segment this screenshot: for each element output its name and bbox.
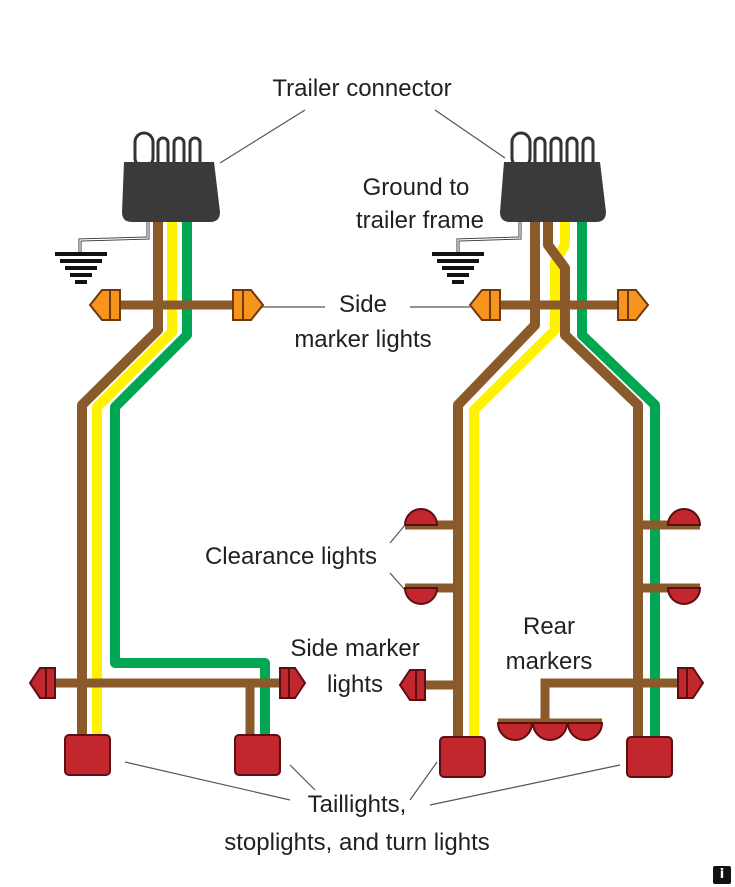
green-wire-right <box>577 215 660 740</box>
label-side-marker-bottom-line1: Side marker <box>290 635 419 662</box>
label-trailer-connector: Trailer connector <box>272 75 451 102</box>
label-taillights-line1: Taillights, <box>308 791 407 818</box>
leader-lines <box>124 109 621 806</box>
info-icon[interactable]: i <box>713 866 731 884</box>
brown-wire-right-left-run <box>453 215 540 740</box>
clearance-lights <box>403 508 702 605</box>
right-trailer-wiring <box>398 131 705 778</box>
label-rear-line1: Rear <box>523 613 575 640</box>
red-side-marker-right-inner <box>398 669 426 701</box>
ground-symbol-left <box>55 222 150 284</box>
red-side-marker-left-outer <box>28 667 56 699</box>
label-rear-line2: markers <box>506 648 593 675</box>
taillight-right-outer <box>626 736 673 778</box>
side-marker-light-right-outer <box>617 289 650 321</box>
trailer-connector-right <box>500 131 606 222</box>
red-side-marker-left-inner <box>279 667 307 699</box>
side-marker-light-left-inner <box>232 289 265 321</box>
ground-symbol-right <box>432 222 522 284</box>
label-taillights-line2: stoplights, and turn lights <box>224 829 490 856</box>
yellow-wire-right <box>469 215 570 740</box>
red-side-marker-right-outer <box>677 667 705 699</box>
green-wire-left <box>110 215 270 740</box>
label-side-marker-top-line1: Side <box>339 291 387 318</box>
side-marker-light-right-inner <box>468 289 501 321</box>
label-clearance-lights: Clearance lights <box>205 543 377 570</box>
rear-marker-lights <box>496 722 604 741</box>
brown-wire-left-main <box>77 215 163 740</box>
trailer-connector-left <box>122 131 220 222</box>
label-ground-line1: Ground to <box>363 174 470 201</box>
label-side-marker-bottom-line2: lights <box>327 671 383 698</box>
label-side-marker-top-line2: marker lights <box>294 326 431 353</box>
left-trailer-wiring <box>28 131 307 776</box>
taillight-left-outer <box>64 734 111 776</box>
yellow-wire-left <box>92 215 177 740</box>
taillight-right-inner <box>439 736 486 778</box>
labels: Trailer connector Ground to trailer fram… <box>205 75 592 856</box>
side-marker-light-left-outer <box>88 289 121 321</box>
label-ground-line2: trailer frame <box>356 207 484 234</box>
taillight-left-inner <box>234 734 281 776</box>
